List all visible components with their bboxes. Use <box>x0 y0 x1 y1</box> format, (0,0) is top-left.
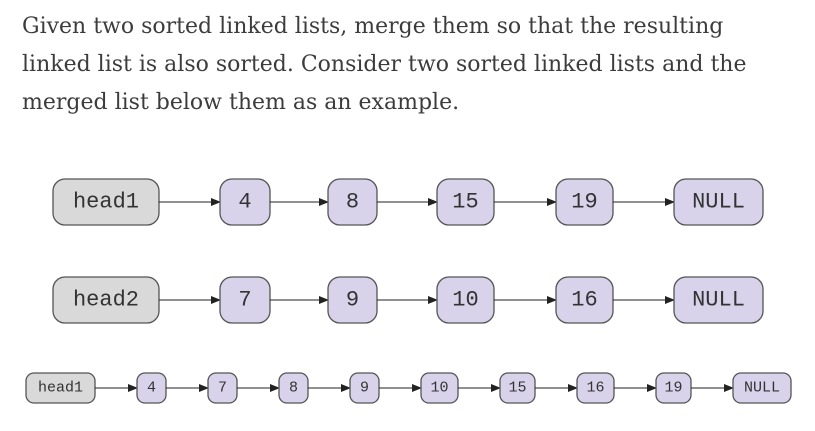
list1-node-label-1: 4 <box>238 190 251 215</box>
list2-node-label-3: 10 <box>452 288 478 313</box>
problem-description: Given two sorted linked lists, merge the… <box>22 14 747 115</box>
list2-row: head2 7 9 10 16 NULL <box>52 276 764 324</box>
list1-null-label-5: NULL <box>692 190 745 215</box>
merged-list-row: head1 4 7 8 9 10 15 16 19 NULL <box>25 372 792 404</box>
list2-head-label-0: head2 <box>73 288 139 313</box>
list2-null-box-5 <box>673 276 764 324</box>
merged-node-label-2: 7 <box>218 380 227 397</box>
list1-node-label-4: 19 <box>571 190 597 215</box>
merged-null-box-9 <box>732 372 792 404</box>
merged-node-label-5: 10 <box>430 380 448 397</box>
merged-node-label-6: 15 <box>508 380 526 397</box>
merged-node-label-4: 9 <box>360 380 369 397</box>
list1-row: head1 4 8 15 19 NULL <box>52 178 764 226</box>
list1-head-label-0: head1 <box>73 190 139 215</box>
list2-node-label-2: 9 <box>346 288 359 313</box>
list1-null-box-5 <box>673 178 764 226</box>
list2-node-label-1: 7 <box>238 288 251 313</box>
list2-null-label-5: NULL <box>692 288 745 313</box>
merged-node-label-8: 19 <box>664 380 682 397</box>
merged-node-label-7: 16 <box>586 380 604 397</box>
merged-null-label-9: NULL <box>744 380 780 397</box>
merged-node-label-1: 4 <box>147 380 156 397</box>
list2-node-label-4: 16 <box>571 288 597 313</box>
merged-node-label-3: 8 <box>289 380 298 397</box>
merged-head-label-0: head1 <box>38 380 83 397</box>
list1-node-label-3: 15 <box>452 190 478 215</box>
list1-node-label-2: 8 <box>346 190 359 215</box>
